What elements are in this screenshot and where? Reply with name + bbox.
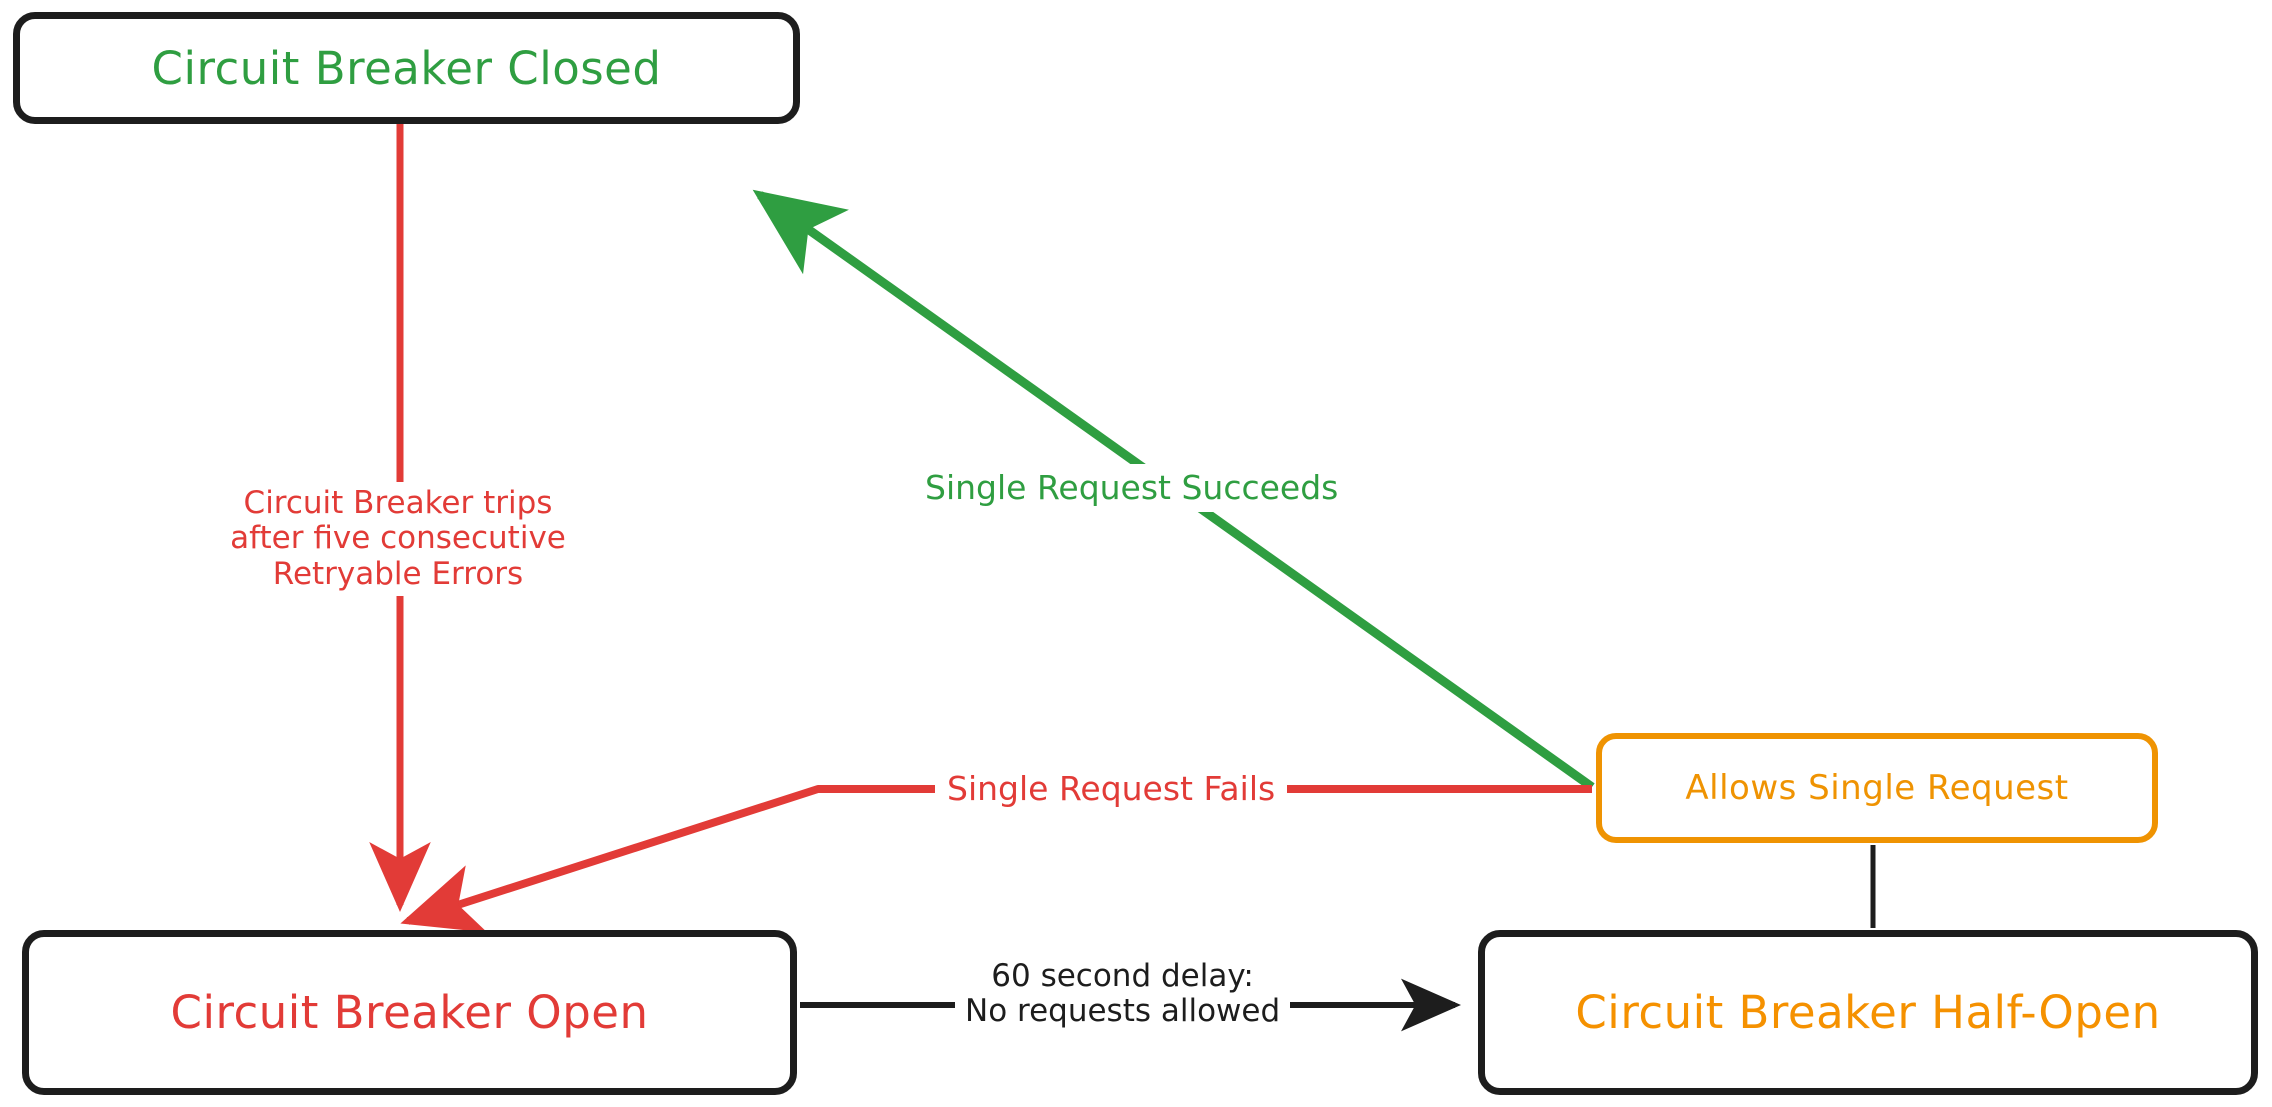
node-label-half-open: Circuit Breaker Half-Open [1575, 986, 2161, 1039]
node-circuit-breaker-half-open[interactable]: Circuit Breaker Half-Open [1478, 930, 2258, 1095]
edge-label-open-to-half-open: 60 second delay: No requests allowed [955, 955, 1291, 1034]
node-circuit-breaker-open[interactable]: Circuit Breaker Open [22, 930, 797, 1095]
edge-label-allows-to-open: Single Request Fails [935, 765, 1288, 813]
node-label-closed: Circuit Breaker Closed [151, 41, 662, 95]
edge-label-closed-to-open: Circuit Breaker trips after five consecu… [186, 482, 610, 596]
node-label-allows: Allows Single Request [1685, 768, 2069, 808]
edge-label-allows-to-closed: Single Request Succeeds [915, 464, 1349, 512]
edge-allows-to-open [400, 785, 1592, 933]
node-allows-single-request[interactable]: Allows Single Request [1596, 733, 2158, 843]
node-circuit-breaker-closed[interactable]: Circuit Breaker Closed [13, 12, 800, 124]
node-label-open: Circuit Breaker Open [170, 986, 649, 1039]
